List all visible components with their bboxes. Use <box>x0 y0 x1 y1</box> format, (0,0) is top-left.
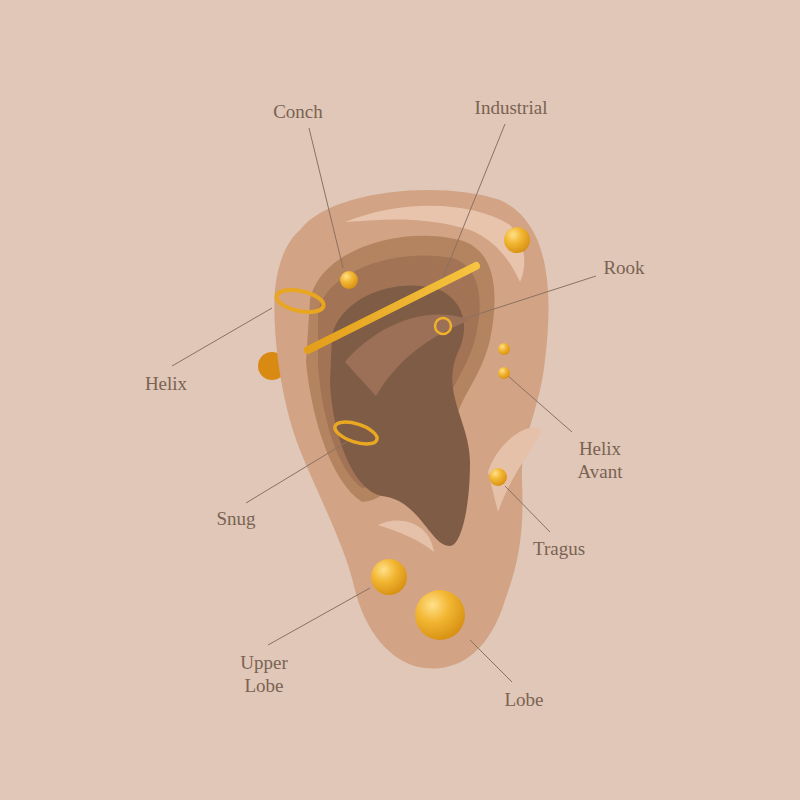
leader-line <box>440 124 505 285</box>
part-label: Helix <box>145 372 187 395</box>
outer-ear <box>274 190 548 668</box>
snug-ring <box>332 418 379 449</box>
upper-helix-ball <box>504 227 530 253</box>
helix-avant-dot <box>498 367 510 379</box>
antitragus <box>378 521 434 552</box>
helix-ring <box>274 286 325 316</box>
helix-avant-dot <box>498 343 510 355</box>
upper-lobe-ball <box>371 559 407 595</box>
leader-line <box>470 640 512 682</box>
leader-line <box>172 308 272 366</box>
part-label: Tragus <box>533 537 585 560</box>
part-label: Conch <box>273 100 323 123</box>
leader-line <box>309 128 343 268</box>
leader-line <box>246 440 350 503</box>
tragus <box>488 428 542 512</box>
part-label: Industrial <box>475 96 548 119</box>
lobe-ball <box>415 590 465 640</box>
conch-ball <box>340 271 358 289</box>
part-label: Helix Avant <box>577 437 622 483</box>
rook-ring <box>435 318 451 334</box>
part-label: Snug <box>216 507 255 530</box>
part-label: Lobe <box>504 688 543 711</box>
leader-line <box>268 588 370 645</box>
part-label: Upper Lobe <box>240 651 287 697</box>
antihelix-fold <box>345 315 470 396</box>
tragus-ball <box>489 468 507 486</box>
leader-line <box>508 376 572 432</box>
part-label: Rook <box>603 256 644 279</box>
industrial-bar <box>308 266 476 350</box>
leader-line <box>505 486 550 532</box>
leader-line <box>460 276 596 320</box>
